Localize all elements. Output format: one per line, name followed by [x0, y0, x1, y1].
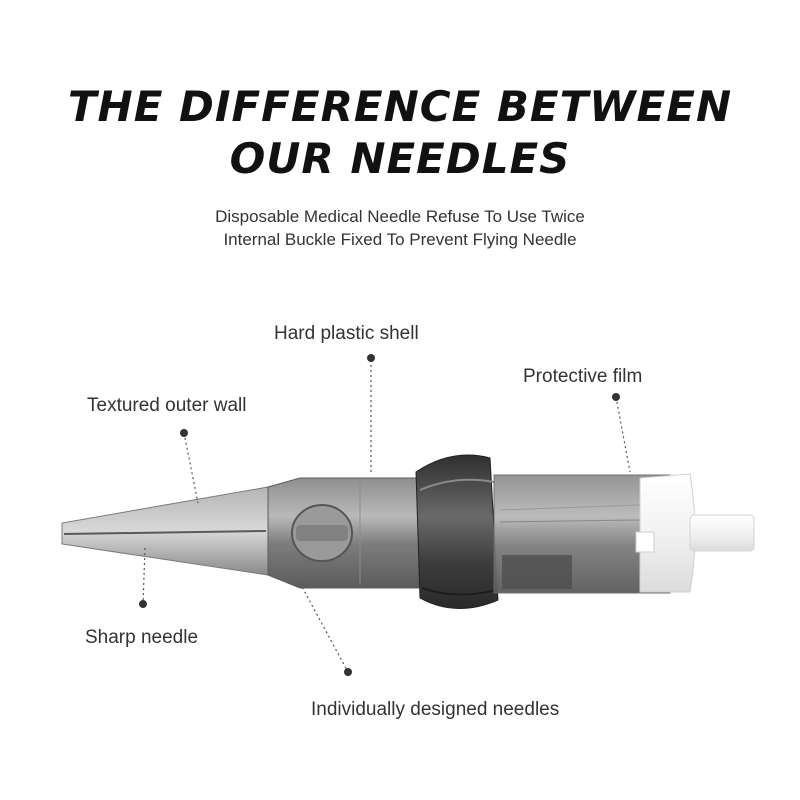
protective-film-cap: [635, 473, 755, 593]
callout-sharp-needle: Sharp needle: [85, 627, 199, 648]
subtitle-line-2: Internal Buckle Fixed To Prevent Flying …: [223, 230, 577, 249]
cartridge-tip: [61, 486, 269, 576]
dot-protective-film: [612, 393, 620, 401]
leader-sharp-needle: [142, 547, 146, 605]
dot-sharp-needle: [139, 600, 147, 608]
page-title-line-2: OUR NEEDLES: [229, 134, 571, 183]
callout-dots: [139, 354, 620, 676]
callout-individually-designed-needles: Individually designed needles: [311, 699, 560, 720]
leader-textured-outer-wall: [183, 432, 199, 504]
callout-hard-plastic-shell: Hard plastic shell: [274, 323, 419, 344]
dot-hard-plastic-shell: [367, 354, 375, 362]
callout-protective-film: Protective film: [523, 366, 643, 387]
subtitle-line-1: Disposable Medical Needle Refuse To Use …: [215, 207, 585, 226]
callout-leaders: [142, 360, 631, 673]
leader-individually-designed-needles: [299, 582, 349, 673]
dot-individually-designed-needles: [344, 668, 352, 676]
cartridge-collar: [415, 454, 499, 609]
callout-textured-outer-wall: Textured outer wall: [87, 395, 247, 416]
page-title-line-1: THE DIFFERENCE BETWEEN: [67, 82, 733, 131]
cartridge-body: [267, 477, 421, 589]
dot-textured-outer-wall: [180, 429, 188, 437]
leader-protective-film: [615, 396, 631, 473]
